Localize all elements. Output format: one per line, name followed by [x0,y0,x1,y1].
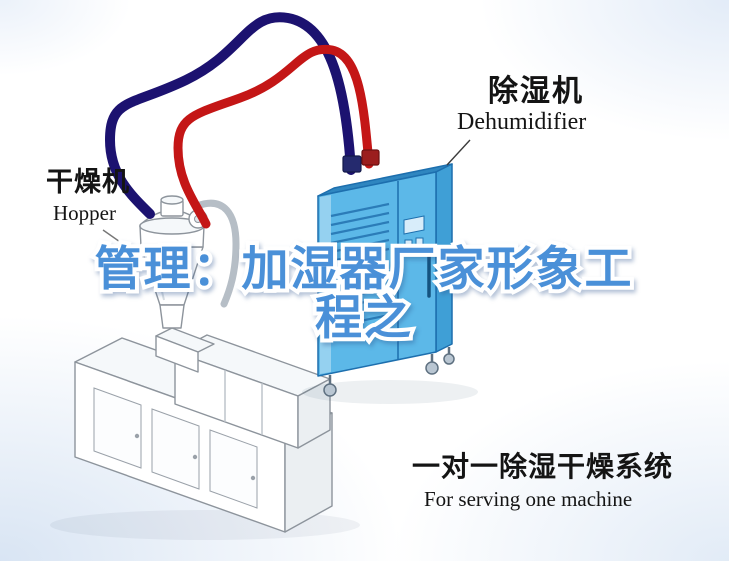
hopper-pointer-line [102,229,134,252]
dehumidifier-shadow [302,380,478,404]
vent-grille-upper [330,202,390,263]
control-panel-display [403,215,425,235]
door-handle [192,454,198,460]
extruder-door-panels [93,387,258,509]
door-handle [250,475,256,481]
pedestal-front [155,335,199,373]
front-highlight [320,195,331,374]
extruder-machine [50,327,360,540]
watermark-line-1: 管理：加湿器厂家形象工 [95,242,634,295]
control-button [404,239,413,248]
door-panel [209,429,258,509]
casters [323,347,455,397]
navy-hose-flange [342,155,362,173]
door-panel [93,387,142,469]
dryer-label-cn: 干燥机 [46,167,130,197]
vent-grille-lower [330,286,390,329]
dehumidifier-label-cn: 除湿机 [488,75,584,108]
dry-air-hose-red [173,44,374,229]
watermark-line-2: 程之 [315,291,413,344]
system-caption-en: For serving one machine [424,487,633,511]
dryer-label-en: Hopper [53,201,116,225]
dehumidifier-label-en: Dehumidifier [457,109,587,135]
hopper-neck [159,304,185,329]
dehumidifier-pointer-line [446,139,471,166]
hopper-cap-rim [160,195,184,205]
watermark-headline: 管理：加湿器厂家形象工 程之 [91,238,636,348]
hopper-pedestal [155,327,215,373]
hopper [139,195,240,329]
system-caption-cn: 一对一除湿干燥系统 [412,451,674,482]
barrel-end-face [297,378,331,449]
door-panel [151,408,200,490]
control-button [415,237,424,246]
red-hose-flange [361,149,380,166]
dehumidifier-machine [302,163,478,404]
door-handle [134,433,140,439]
hopper-cone-shade [151,248,165,301]
hopper-return-pipe [193,199,240,308]
